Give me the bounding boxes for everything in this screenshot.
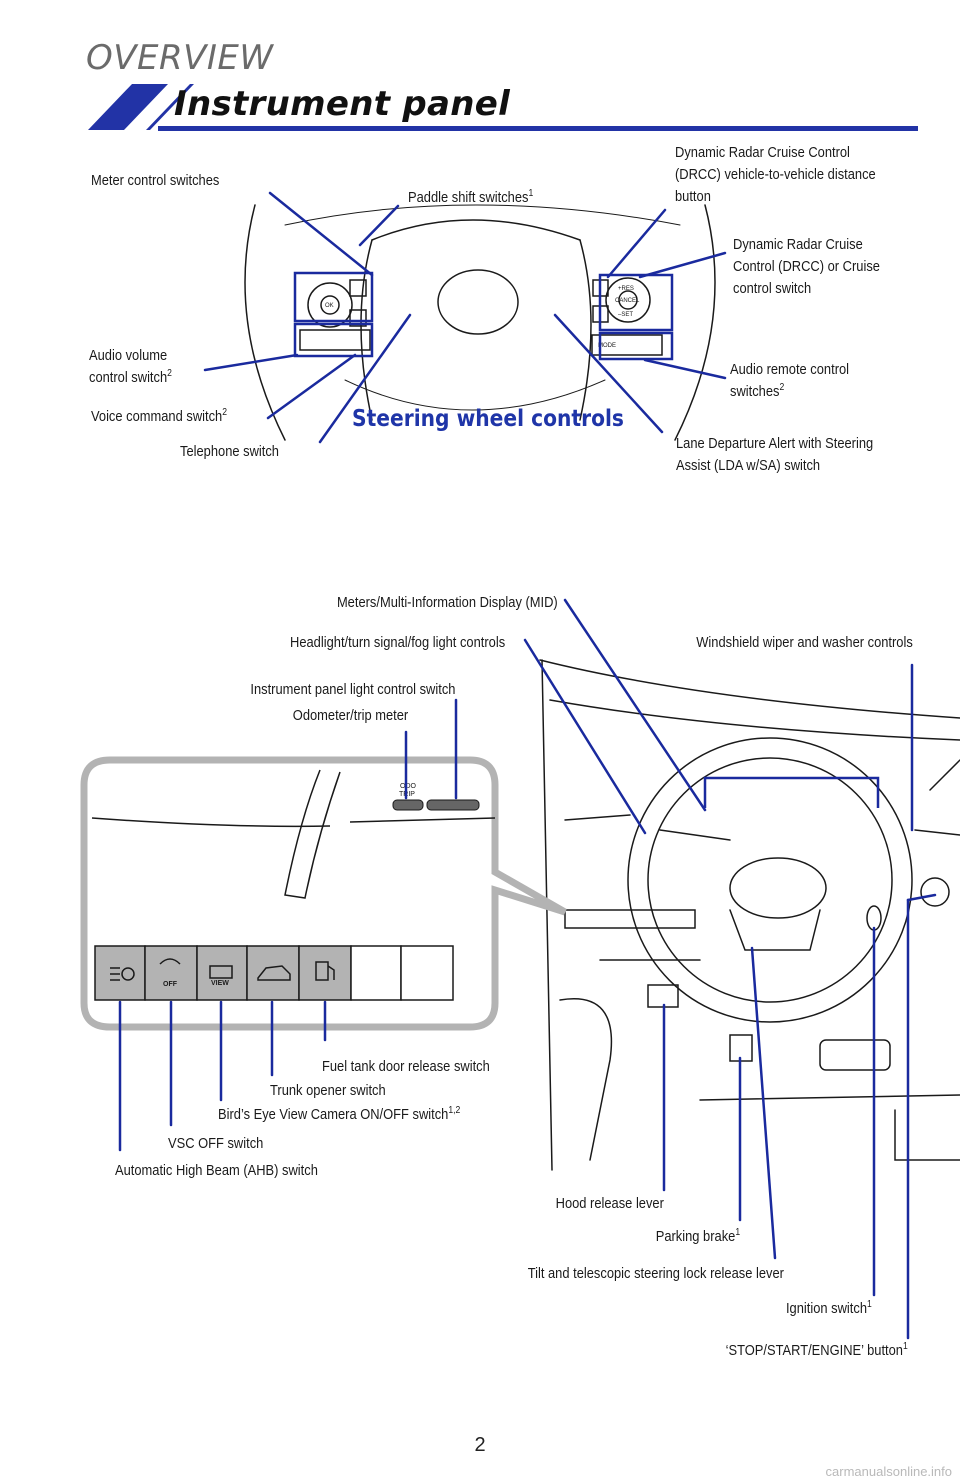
- stop-start-label: ‘STOP/START/ENGINE’ button1: [725, 1341, 908, 1360]
- birds-eye-label: Bird’s Eye View Camera ON/OFF switch1,2: [218, 1105, 461, 1124]
- set-button-text: –SET: [618, 312, 633, 318]
- audio-remote-label: Audio remote control switches2: [730, 361, 850, 400]
- odo-text: ODO: [400, 783, 417, 790]
- cancel-button-text: CANCEL: [615, 298, 640, 304]
- page-number: 2: [474, 1434, 486, 1456]
- panel-light-label: Instrument panel light control switch: [249, 681, 455, 698]
- parking-brake-label: Parking brake1: [655, 1227, 740, 1246]
- tilt-label: Tilt and telescopic steering lock releas…: [527, 1265, 784, 1282]
- meter-control-label: Meter control switches: [91, 172, 220, 189]
- odometer-label: Odometer/trip meter: [292, 707, 408, 724]
- mode-button-text: MODE: [598, 343, 616, 349]
- audio-volume-label: Audio volume control switch2: [89, 347, 172, 386]
- drcc-distance-label: Dynamic Radar Cruise Control (DRCC) vehi…: [675, 144, 876, 205]
- hood-label: Hood release lever: [555, 1195, 664, 1212]
- mid-label: Meters/Multi-Information Display (MID): [337, 594, 558, 611]
- vsc-off-label: VSC OFF switch: [168, 1135, 264, 1152]
- voice-command-label: Voice command switch2: [91, 407, 228, 426]
- trunk-label: Trunk opener switch: [270, 1082, 386, 1099]
- headlight-label: Headlight/turn signal/fog light controls: [289, 634, 505, 651]
- page-title: Instrument panel: [174, 84, 511, 124]
- steering-wheel-controls-caption: Steering wheel controls: [352, 406, 624, 432]
- view-text: VIEW: [211, 980, 229, 987]
- telephone-label: Telephone switch: [180, 443, 279, 460]
- ignition-label: Ignition switch1: [786, 1299, 872, 1318]
- section-title: OVERVIEW: [86, 38, 274, 78]
- watermark: carmanualsonline.info: [825, 1464, 952, 1479]
- res-button-text: +RES: [618, 286, 634, 292]
- title-banner: [88, 84, 918, 131]
- wiper-label: Windshield wiper and washer controls: [696, 634, 913, 651]
- ahb-label: Automatic High Beam (AHB) switch: [115, 1162, 318, 1179]
- paddle-shift-label: Paddle shift switches1: [408, 188, 534, 207]
- drcc-switch-label: Dynamic Radar Cruise Control (DRCC) or C…: [733, 236, 880, 297]
- vsc-off-text: OFF: [163, 981, 178, 988]
- lda-label: Lane Departure Alert with Steering Assis…: [676, 435, 874, 474]
- ok-button-text: OK: [325, 303, 334, 309]
- fuel-door-label: Fuel tank door release switch: [322, 1058, 490, 1075]
